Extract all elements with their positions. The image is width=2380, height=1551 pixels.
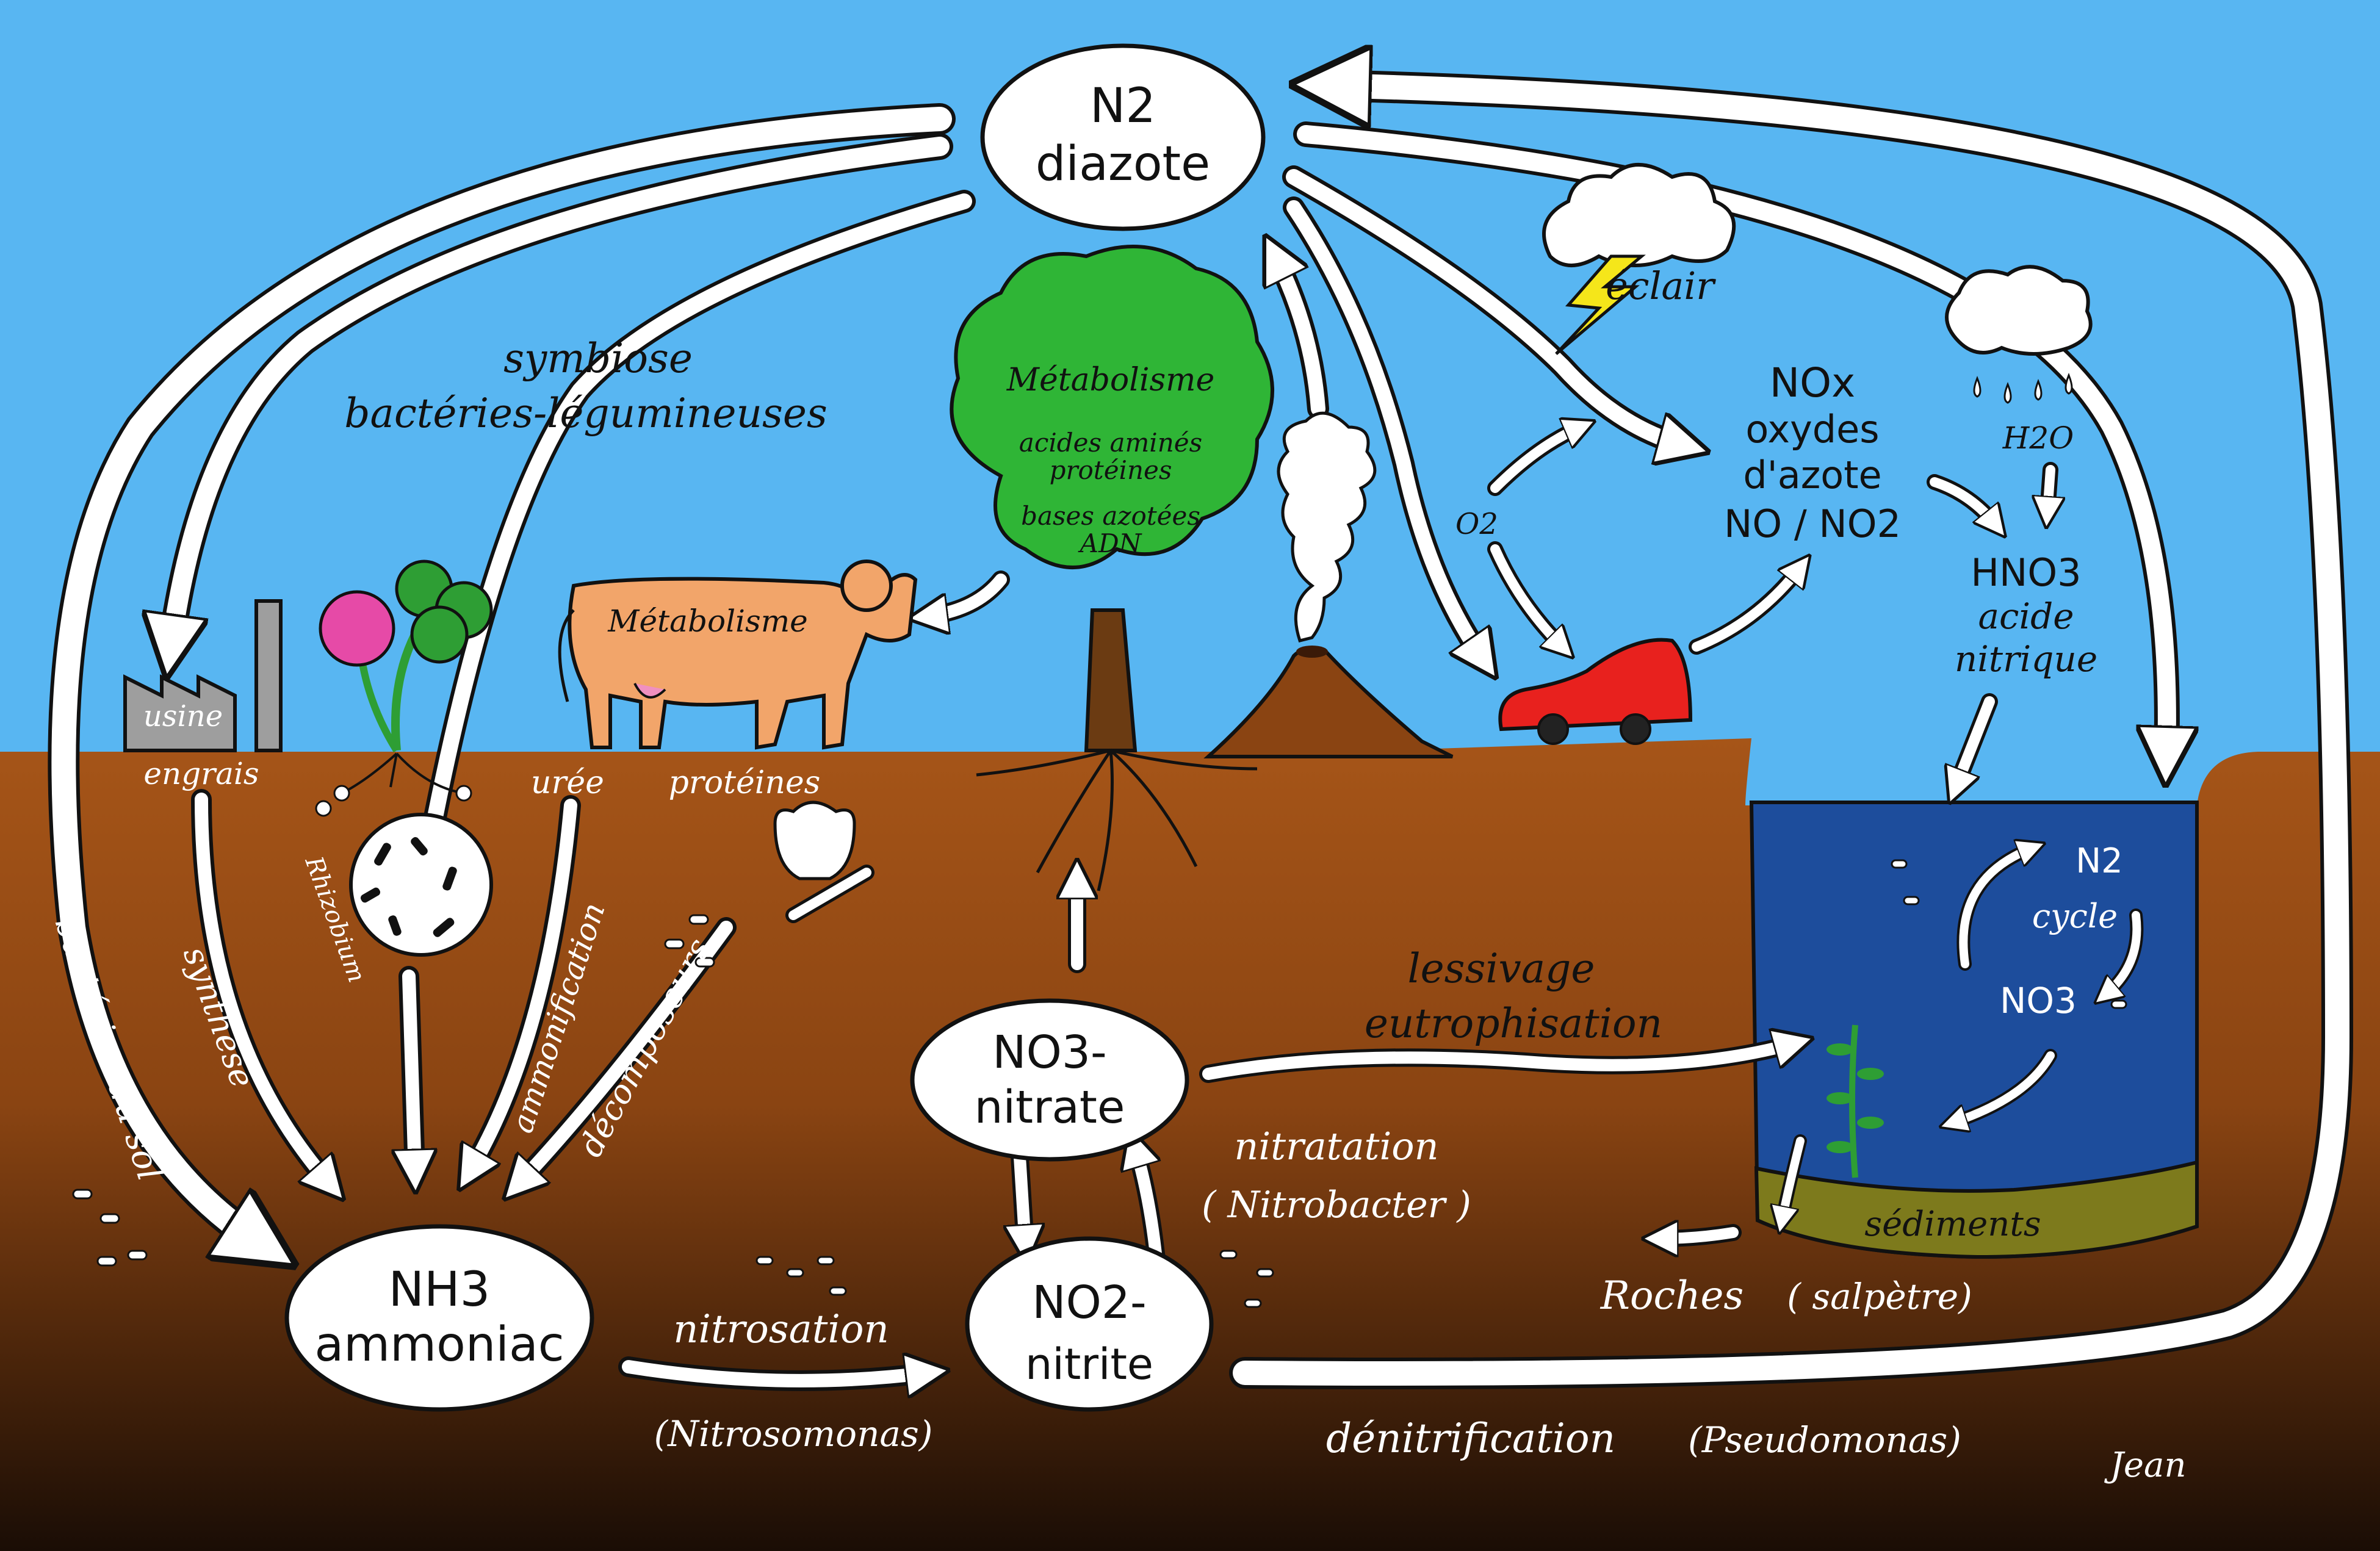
lightning-bolt-icon	[1555, 254, 1646, 355]
car-icon	[1498, 638, 1693, 745]
rain-cloud	[1945, 265, 2093, 404]
label-proteines-tree: protéines	[1050, 455, 1172, 485]
label-oxydes: oxydes	[1745, 407, 1879, 452]
nh3-formula: NH3	[389, 1262, 491, 1317]
label-adn: ADN	[1078, 528, 1142, 558]
n2-formula: N2	[1090, 79, 1156, 134]
label-nitrosomonas: (Nitrosomonas)	[654, 1413, 933, 1455]
label-dazote: d'azote	[1743, 453, 1881, 497]
no2-name: nitrite	[1025, 1339, 1153, 1389]
label-uree: urée	[531, 765, 604, 801]
label-bases-azotees: bases azotées	[1021, 501, 1200, 531]
label-no3-cycle: NO3	[2000, 980, 2077, 1021]
label-nitrobacter: ( Nitrobacter )	[1202, 1184, 1471, 1226]
label-pseudomonas: (Pseudomonas)	[1688, 1419, 1961, 1461]
skull-icon	[773, 801, 874, 923]
label-nitrique: nitrique	[1955, 638, 2097, 680]
label-roches: Roches	[1600, 1273, 1744, 1319]
no2-node[interactable]	[965, 1236, 1214, 1412]
label-metabolisme-cow: Métabolisme	[607, 603, 807, 639]
label-proteines: protéines	[669, 765, 821, 801]
volcano-smoke	[1277, 411, 1377, 642]
label-acides-amines: acides aminés	[1019, 428, 1202, 458]
clover-plant-icon	[315, 560, 493, 817]
n2-node[interactable]	[980, 43, 1266, 231]
no3-formula: NO3-	[992, 1026, 1106, 1079]
label-hno3: HNO3	[1971, 550, 2081, 595]
nh3-node[interactable]	[284, 1224, 594, 1412]
label-h2o: H2O	[2002, 420, 2074, 456]
label-usine: usine	[143, 699, 223, 733]
no2-formula: NO2-	[1032, 1276, 1146, 1329]
label-engrais: engrais	[143, 756, 259, 791]
label-no-no2: NO / NO2	[1724, 502, 1901, 546]
label-bacteries-legumineuses: bactéries-légumineuses	[344, 390, 828, 437]
factory-icon	[123, 599, 283, 752]
signature: Jean	[2104, 1445, 2186, 1485]
label-nox: NOx	[1770, 359, 1855, 406]
cycle-arrows	[48, 85, 2354, 1381]
label-nitrosation: nitrosation	[673, 1307, 889, 1352]
sediment-layer	[1754, 1160, 2199, 1259]
label-n2-cycle: N2	[2075, 841, 2123, 881]
label-acide: acide	[1978, 596, 2074, 637]
label-metabolisme-tree: Métabolisme	[1006, 362, 1215, 398]
label-nitratation: nitratation	[1234, 1124, 1438, 1168]
label-cycle: cycle	[2032, 897, 2118, 935]
label-salpetre: ( salpètre)	[1787, 1276, 1972, 1317]
label-eutrophisation: eutrophisation	[1365, 1000, 1662, 1047]
nh3-name: ammoniac	[314, 1317, 564, 1372]
no3-name: nitrate	[975, 1081, 1125, 1134]
cow-icon	[558, 560, 918, 750]
label-eclair: éclair	[1606, 264, 1716, 308]
no3-node[interactable]	[910, 998, 1189, 1162]
bacteria-dots	[72, 859, 2127, 1308]
label-symbiose: symbiose	[503, 335, 693, 382]
label-o2: O2	[1455, 507, 1498, 541]
label-sediments: sédiments	[1864, 1204, 2041, 1244]
label-lessivage: lessivage	[1408, 945, 1595, 992]
n2-name: diazote	[1036, 137, 1210, 192]
label-denitrification: dénitrification	[1326, 1415, 1615, 1462]
rhizobium-nodule	[349, 813, 493, 957]
tree-icon	[950, 245, 1274, 891]
water-plant-icon	[1826, 1024, 1884, 1178]
